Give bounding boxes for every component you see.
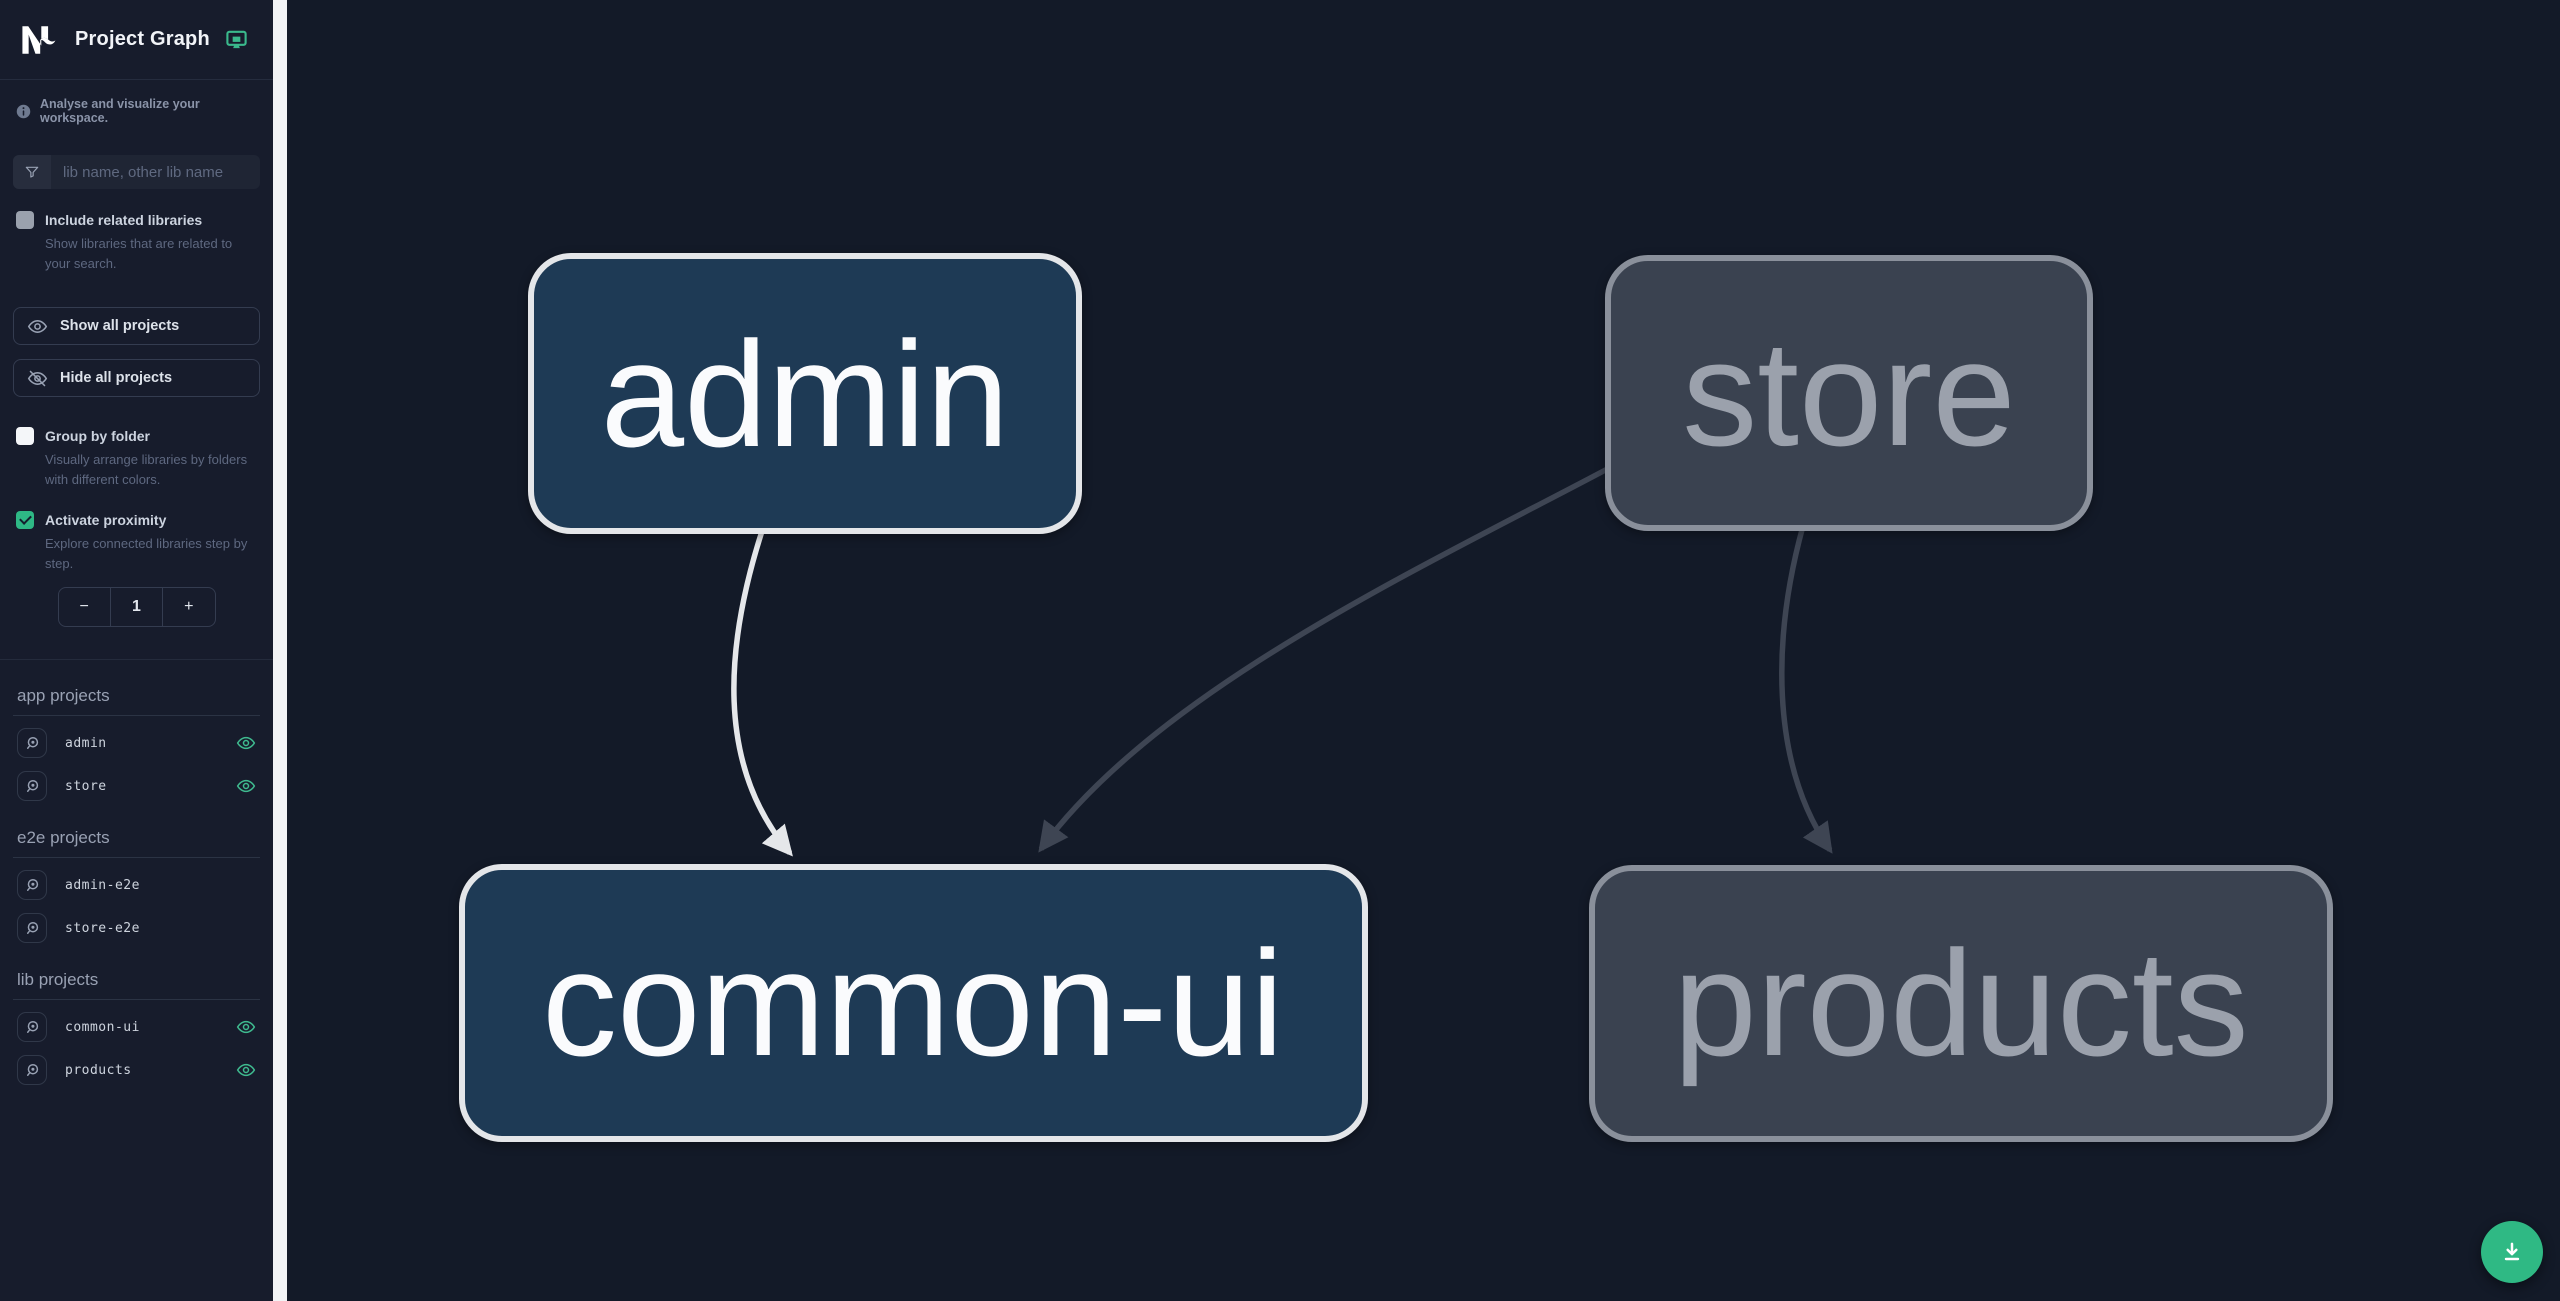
project-row-products: products [13, 1054, 260, 1086]
search-input[interactable] [51, 155, 260, 189]
toggle-label: Group by folder [45, 428, 150, 444]
focus-project-button[interactable] [17, 870, 47, 900]
sidebar-resize-handle[interactable] [273, 0, 287, 1301]
checkbox-activate-proximity[interactable] [16, 511, 34, 529]
search-box [13, 155, 260, 189]
visibility-eye-icon[interactable] [236, 1060, 256, 1080]
svg-text:common-ui: common-ui [542, 919, 1284, 1087]
toggle-label: Activate proximity [45, 512, 167, 528]
project-row-store: store [13, 770, 260, 802]
edge-store-to-products[interactable] [1779, 525, 1833, 854]
project-row-common-ui: common-ui [13, 1011, 260, 1043]
sidebar-header: Project Graph [0, 0, 273, 80]
focus-project-button[interactable] [17, 771, 47, 801]
svg-text:admin: admin [601, 310, 1010, 478]
eye-off-icon [27, 368, 48, 389]
show-all-label: Show all projects [60, 318, 180, 334]
project-name: common-ui [65, 1019, 140, 1035]
toggle-description: Show libraries that are related to your … [45, 236, 233, 271]
info-icon [16, 104, 31, 119]
graph-node-store[interactable]: store [1605, 255, 2093, 531]
svg-text:store: store [1682, 309, 2015, 477]
section-title: lib projects [13, 970, 260, 1000]
download-icon [2499, 1239, 2525, 1265]
visibility-eye-icon[interactable] [236, 733, 256, 753]
sidebar: Project Graph Analyse and visualize your… [0, 0, 273, 1301]
filter-funnel-icon [13, 155, 51, 189]
proximity-depth-stepper: − 1 + [57, 587, 216, 627]
toggle-include-related: Include related libraries Show libraries… [16, 211, 257, 273]
svg-text:products: products [1673, 919, 2248, 1087]
checkbox-include-related[interactable] [16, 211, 34, 229]
section-lib-projects: lib projects common-ui products [13, 970, 260, 1086]
focus-project-button[interactable] [17, 913, 47, 943]
decrement-button[interactable]: − [79, 598, 89, 615]
focus-project-button[interactable] [17, 728, 47, 758]
nx-logo [16, 18, 60, 62]
edge-store-to-common-ui[interactable] [1038, 463, 1615, 853]
download-image-button[interactable] [2481, 1221, 2543, 1283]
toggle-description: Explore connected libraries step by step… [45, 536, 248, 571]
project-row-admin-e2e: admin-e2e [13, 869, 260, 901]
graph-node-admin[interactable]: admin [528, 253, 1082, 534]
section-title: e2e projects [13, 828, 260, 858]
monitor-icon [225, 28, 248, 51]
project-row-store-e2e: store-e2e [13, 912, 260, 944]
depth-value[interactable]: 1 [109, 588, 164, 626]
toggle-description: Visually arrange libraries by folders wi… [45, 452, 248, 487]
toggle-label: Include related libraries [45, 212, 203, 228]
increment-button[interactable]: + [184, 598, 194, 615]
graph-canvas[interactable]: admin store common-ui products [287, 0, 2560, 1301]
project-name: admin [65, 735, 107, 751]
show-all-projects-button[interactable]: Show all projects [13, 307, 260, 345]
section-e2e-projects: e2e projects admin-e2e store-e2e [13, 828, 260, 944]
focus-project-button[interactable] [17, 1012, 47, 1042]
project-name: admin-e2e [65, 877, 140, 893]
tagline: Analyse and visualize your workspace. [16, 97, 257, 125]
visibility-eye-icon[interactable] [236, 1017, 256, 1037]
page-title: Project Graph [75, 28, 210, 50]
hide-all-label: Hide all projects [60, 370, 173, 386]
focus-project-button[interactable] [17, 1055, 47, 1085]
project-name: store [65, 778, 107, 794]
project-name: products [65, 1062, 132, 1078]
graph-node-common-ui[interactable]: common-ui [459, 864, 1368, 1142]
eye-icon [27, 316, 48, 337]
toggle-activate-proximity: Activate proximity Explore connected lib… [16, 511, 257, 573]
toggle-group-by-folder: Group by folder Visually arrange librari… [16, 427, 257, 489]
hide-all-projects-button[interactable]: Hide all projects [13, 359, 260, 397]
tagline-text: Analyse and visualize your workspace. [40, 97, 200, 125]
project-row-admin: admin [13, 727, 260, 759]
graph-node-products[interactable]: products [1589, 865, 2333, 1142]
visibility-eye-icon[interactable] [236, 776, 256, 796]
edge-admin-to-common-ui[interactable] [731, 527, 793, 857]
checkbox-group-by-folder[interactable] [16, 427, 34, 445]
section-app-projects: app projects admin store [13, 686, 260, 802]
section-title: app projects [13, 686, 260, 716]
project-name: store-e2e [65, 920, 140, 936]
sidebar-divider [0, 659, 273, 660]
